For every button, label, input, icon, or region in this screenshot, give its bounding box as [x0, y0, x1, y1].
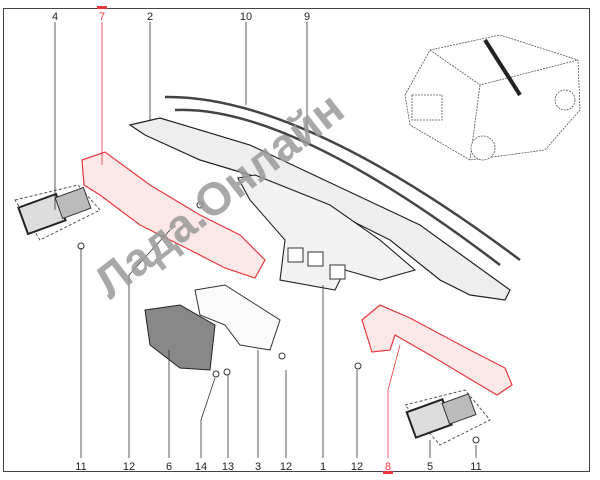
center-vents: [287, 247, 346, 280]
screw-part-12: [196, 201, 204, 209]
callout-5: 5: [427, 461, 433, 473]
leader-lines: [54, 22, 477, 458]
diagram-frame: [3, 8, 590, 472]
callout-11: 11: [75, 461, 86, 473]
callout-8: 8: [385, 461, 391, 473]
highlight-mark-bottom: [383, 471, 393, 474]
callout-11: 11: [470, 461, 481, 473]
clip-part-13: [223, 368, 231, 376]
screw-part-12: [354, 362, 362, 370]
right-air-duct-part-8: [361, 304, 513, 396]
callout-9: 9: [304, 11, 310, 23]
callout-12: 12: [123, 461, 135, 473]
seal-part-9: [164, 95, 521, 262]
bottom-callouts: 11 12 6 14 13 3 12 1 12 8 5 11: [75, 461, 481, 473]
left-side-vent-part-4: [14, 184, 101, 241]
dashboard-part-2: [128, 117, 511, 301]
center-vent-frame-part-3: [194, 284, 281, 351]
callout-12: 12: [351, 461, 363, 473]
callout-12: 12: [280, 461, 292, 473]
right-side-vent-part-5: [404, 389, 491, 446]
top-callouts: 4 7 2 10 9: [52, 11, 310, 23]
center-vent-grille-part-6: [144, 304, 216, 371]
callout-10: 10: [240, 11, 252, 23]
callout-13: 13: [222, 461, 234, 473]
nut-part-11: [472, 436, 480, 444]
callout-6: 6: [166, 461, 172, 473]
car-thumbnail: [404, 34, 581, 161]
center-duct-part-1: [237, 174, 417, 291]
callout-3: 3: [255, 461, 261, 473]
seal-part-10: [174, 108, 501, 266]
callout-7: 7: [99, 11, 105, 23]
highlight-leader-lines: [101, 22, 401, 458]
callout-2: 2: [147, 11, 153, 23]
clip-part-14: [212, 370, 220, 378]
screw-part-12: [278, 352, 286, 360]
left-air-duct-part-7: [81, 151, 266, 279]
callout-14: 14: [195, 461, 207, 473]
highlight-mark-top: [97, 6, 107, 9]
callout-4: 4: [52, 11, 58, 23]
callout-1: 1: [320, 461, 326, 473]
